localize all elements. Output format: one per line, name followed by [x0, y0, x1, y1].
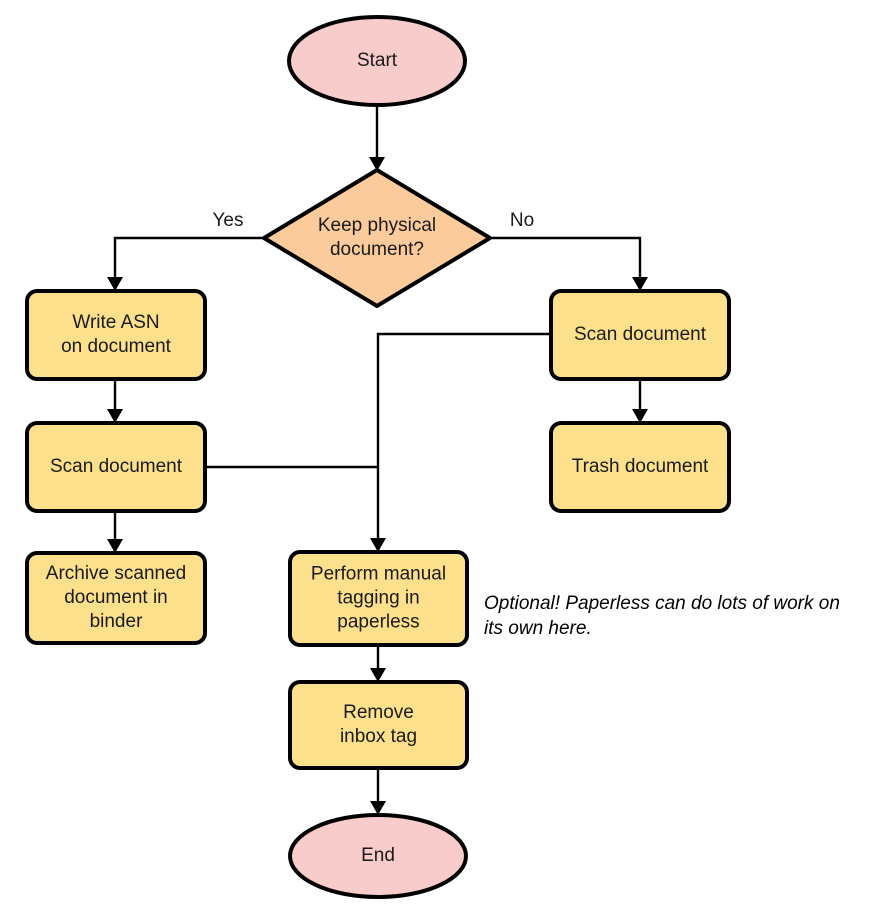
edge-start-to-decision — [369, 105, 385, 171]
terminator-shape — [287, 15, 467, 107]
edge-decision-yes-to-write-asn: Yes — [107, 210, 264, 291]
arrowhead-icon — [632, 409, 648, 423]
process-shape — [25, 289, 207, 381]
process-shape — [549, 421, 731, 513]
node-label: binder — [90, 611, 143, 632]
node-label: Scan document — [50, 456, 183, 477]
edge-label-no: No — [510, 210, 534, 231]
node-label: End — [361, 845, 395, 866]
decision-shape — [262, 168, 492, 308]
edge-manual-tagging-to-remove-inbox-tag — [370, 645, 386, 682]
node-label: document? — [330, 239, 424, 260]
edge-line — [376, 332, 551, 545]
arrowhead-icon — [107, 539, 123, 553]
node-label: Start — [357, 50, 398, 71]
arrowhead-icon — [369, 157, 385, 171]
node-scan-right[interactable]: Scan document — [549, 289, 731, 381]
annotation-line: its own here. — [484, 618, 592, 639]
node-label: tagging in — [337, 588, 419, 609]
arrowhead-icon — [107, 277, 123, 291]
node-archive-binder[interactable]: Archive scanned document in binder — [25, 551, 207, 645]
node-end[interactable]: End — [288, 813, 468, 899]
node-decision-keep[interactable]: Keep physical document? — [262, 168, 492, 308]
node-scan-left[interactable]: Scan document — [25, 421, 207, 513]
process-shape — [25, 421, 207, 513]
arrowhead-icon — [632, 277, 648, 291]
node-label: document in — [64, 587, 168, 608]
process-shape — [25, 551, 207, 645]
node-label: Keep physical — [318, 215, 436, 236]
arrowhead-icon — [370, 668, 386, 682]
node-write-asn[interactable]: Write ASN on document — [25, 289, 207, 381]
node-label: Remove — [343, 702, 414, 723]
edge-scan-right-to-trash — [632, 379, 648, 423]
edge-remove-inbox-tag-to-end — [370, 768, 386, 815]
node-start[interactable]: Start — [287, 15, 467, 107]
terminator-shape — [288, 813, 468, 899]
node-label: on document — [61, 336, 172, 357]
edge-label-yes: Yes — [213, 210, 244, 231]
arrowhead-icon — [370, 538, 386, 552]
arrowhead-icon — [370, 801, 386, 815]
annotations-layer: Optional! Paperless can do lots of work … — [484, 593, 840, 639]
process-shape — [288, 550, 469, 647]
node-remove-inbox-tag[interactable]: Remove inbox tag — [288, 680, 469, 770]
node-label: Archive scanned — [46, 563, 186, 584]
arrowhead-icon — [107, 409, 123, 423]
edge-decision-no-to-scan-right: No — [490, 210, 648, 291]
annotation-optional-note: Optional! Paperless can do lots of work … — [484, 593, 840, 639]
node-label: Perform manual — [311, 564, 446, 585]
node-label: Write ASN — [72, 312, 159, 333]
annotation-line: Optional! Paperless can do lots of work … — [484, 593, 840, 614]
process-shape — [288, 680, 469, 770]
node-label: Scan document — [574, 324, 707, 345]
node-trash-document[interactable]: Trash document — [549, 421, 731, 513]
edges-layer: Yes No — [107, 105, 648, 815]
edge-write-asn-to-scan-left — [107, 379, 123, 423]
edge-line — [113, 236, 264, 284]
process-shape — [549, 289, 731, 381]
node-label: Trash document — [572, 456, 709, 477]
edge-line — [490, 236, 642, 284]
edge-scan-right-to-manual-tagging — [370, 332, 551, 552]
node-label: inbox tag — [340, 726, 417, 747]
edge-scan-left-to-archive — [107, 511, 123, 553]
node-label: paperless — [337, 612, 419, 633]
node-manual-tagging[interactable]: Perform manual tagging in paperless — [288, 550, 469, 647]
